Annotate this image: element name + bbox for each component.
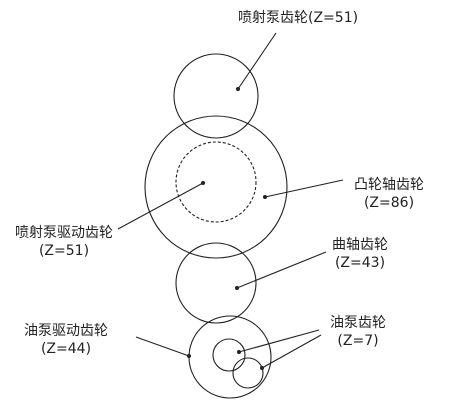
leader-line-camshaft-gear [264, 179, 344, 198]
label-oil-pump-gear-z: (Z=7) [337, 333, 379, 349]
center-dot-oil-pump-gear-2 [260, 366, 264, 370]
label-oil-pump-drive-gear-z: (Z=44) [40, 341, 92, 357]
leader-line-oil-pump-drive-gear [135, 336, 190, 357]
oil-pump-gear-circle-lower [232, 357, 264, 389]
oil-pump-drive-gear-circle [188, 315, 272, 399]
center-dot-oil-pump-drive-gear [187, 354, 191, 358]
center-dot-injection-pump-drive-gear [201, 181, 205, 185]
leader-line-injection-pump-gear [237, 32, 277, 90]
label-crankshaft-gear-name: 曲轴齿轮 [332, 237, 388, 253]
leader-line-injection-pump-drive-gear [117, 182, 204, 230]
injection-pump-drive-gear-circle [175, 141, 257, 223]
center-dot-crankshaft-gear [235, 286, 239, 290]
center-dot-oil-pump-gear-1 [237, 350, 241, 354]
label-oil-pump-drive-gear: 油泵驱动齿轮 (Z=44) [16, 322, 116, 358]
label-injection-pump-gear: 喷射泵齿轮(Z=51) [238, 9, 358, 27]
center-dot-camshaft-gear [263, 195, 267, 199]
label-injection-pump-drive-gear: 喷射泵驱动齿轮 (Z=51) [10, 224, 118, 260]
leader-line-oil-pump-gear-2 [261, 334, 322, 369]
camshaft-gear-circle [144, 115, 288, 259]
label-camshaft-gear-z: (Z=86) [363, 195, 415, 211]
label-injection-pump-gear-name: 喷射泵齿轮 [238, 10, 308, 26]
leader-line-crankshaft-gear [236, 251, 327, 289]
label-oil-pump-gear: 油泵齿轮 (Z=7) [320, 314, 396, 350]
oil-pump-gear-circle-upper [212, 338, 246, 372]
crankshaft-gear-circle [175, 242, 257, 324]
label-injection-pump-drive-gear-z: (Z=51) [38, 243, 90, 259]
label-camshaft-gear-name: 凸轮轴齿轮 [354, 177, 424, 193]
label-oil-pump-gear-name: 油泵齿轮 [330, 315, 386, 331]
leader-line-oil-pump-gear-1 [238, 329, 320, 353]
label-injection-pump-drive-gear-name: 喷射泵驱动齿轮 [15, 225, 113, 241]
center-dot-injection-pump-gear [236, 87, 240, 91]
label-injection-pump-gear-z: (Z=51) [308, 10, 359, 26]
label-crankshaft-gear-z: (Z=43) [334, 255, 386, 271]
label-camshaft-gear: 凸轮轴齿轮 (Z=86) [345, 176, 433, 212]
label-oil-pump-drive-gear-name: 油泵驱动齿轮 [24, 323, 108, 339]
label-crankshaft-gear: 曲轴齿轮 (Z=43) [322, 236, 398, 272]
injection-pump-gear-circle [173, 53, 259, 139]
